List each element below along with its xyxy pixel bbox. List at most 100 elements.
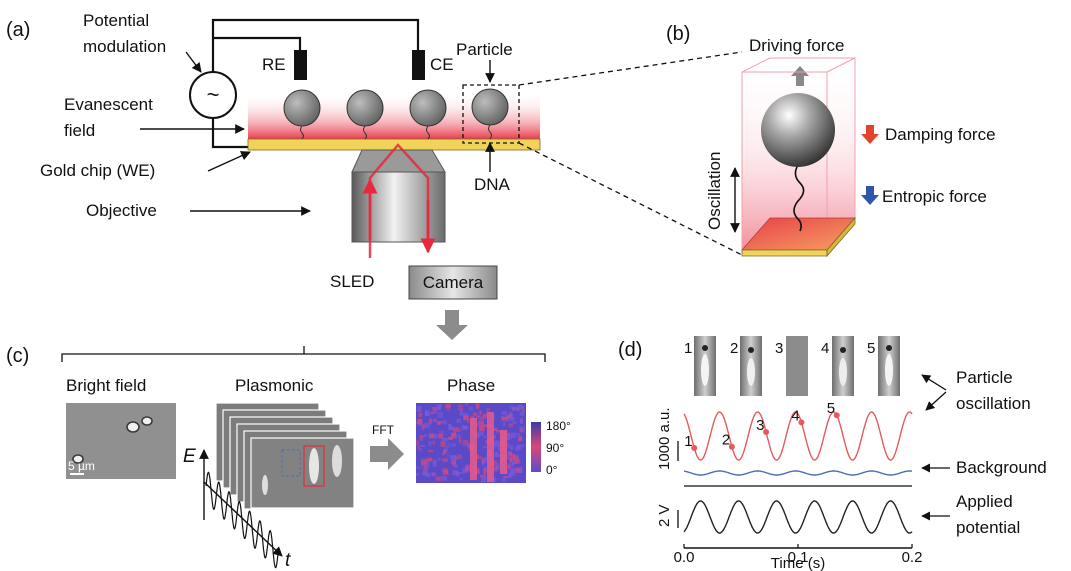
signal-point — [691, 445, 698, 452]
down-arrow-icon — [436, 310, 468, 340]
oscillation-label: Oscillation — [705, 152, 724, 230]
background-label: Background — [956, 458, 1047, 477]
panel-b: (b) Driving force Oscillation Damping fo… — [666, 23, 996, 258]
ce-label: CE — [430, 55, 454, 74]
colorbar — [531, 422, 541, 472]
dna-label: DNA — [474, 175, 511, 194]
signal-point — [763, 429, 770, 436]
pm-pointer — [185, 51, 202, 73]
signal-point — [728, 443, 735, 450]
wire-we — [211, 118, 248, 149]
plasmonic-label: Plasmonic — [235, 376, 314, 395]
counter-electrode-icon — [412, 50, 425, 80]
objective-top — [351, 149, 446, 173]
evanescent-field-label-line2: field — [64, 121, 95, 140]
bright-field-image — [66, 403, 176, 479]
camera-label: Camera — [423, 273, 484, 292]
bracket — [61, 353, 546, 362]
frame-strip: 1 2 3 4 5 — [684, 336, 900, 396]
camera-icon — [408, 265, 498, 300]
entropic-force-arrow-icon — [861, 186, 879, 205]
panel-c-tag: (c) — [6, 345, 29, 367]
big-particle-icon — [761, 93, 835, 167]
signal-point-label: 3 — [756, 417, 764, 434]
frame-number-3: 3 — [775, 340, 783, 357]
frame-number-4: 4 — [821, 340, 829, 357]
ac-source-icon — [189, 71, 237, 119]
panel-a-tag: (a) — [6, 19, 30, 41]
objective-icon — [351, 171, 446, 243]
plasmonic-frame-stack — [215, 402, 355, 510]
signal-points: 1 2 3 4 5 — [684, 400, 840, 452]
po-pointer-up — [921, 374, 947, 391]
panel-b-tag: (b) — [666, 23, 690, 45]
objective-label: Objective — [86, 201, 157, 220]
damping-force-label: Damping force — [885, 125, 996, 144]
potential-modulation-label-line1: Potential — [83, 11, 149, 30]
signal-point-label: 1 — [684, 433, 692, 450]
ylabel-signal: 1000 a.u. — [656, 407, 673, 470]
wire-ce — [211, 18, 420, 72]
potential-modulation-label-line2: modulation — [83, 37, 166, 56]
damping-force-arrow-icon — [861, 125, 879, 144]
signal-point-label: 2 — [722, 432, 730, 449]
bright-field-label: Bright field — [66, 376, 146, 395]
signal-series — [683, 411, 913, 461]
t-axis-label: t — [285, 550, 291, 571]
x-tick-label: 0.2 — [902, 549, 923, 566]
colorbar-label-180: 180° — [546, 419, 571, 433]
driving-force-label: Driving force — [749, 36, 844, 55]
potential-series — [683, 500, 913, 534]
frame-number-5: 5 — [867, 340, 875, 357]
reference-electrode-icon — [294, 50, 307, 80]
gold-chip-label: Gold chip (WE) — [40, 161, 155, 180]
background-series — [684, 470, 913, 476]
oscillation-plot: 1 2 3 4 5 0.0 0.1 0.2 1000 a.u. 2 V — [656, 400, 922, 566]
sled-label: SLED — [330, 272, 374, 291]
signal-point-label: 5 — [827, 400, 835, 417]
particle-oscillation-label-line2: oscillation — [956, 394, 1031, 413]
particle — [409, 89, 447, 127]
applied-potential-label-line1: Applied — [956, 492, 1013, 511]
phase-label: Phase — [447, 376, 495, 395]
applied-potential-label-line2: potential — [956, 518, 1020, 537]
colorbar-label-0: 0° — [546, 463, 558, 477]
particle — [346, 89, 384, 127]
zoom-line-bottom — [518, 142, 743, 256]
x-tick-label: 0.0 — [674, 549, 695, 566]
e-axis-label: E — [183, 446, 196, 467]
fft-label: FFT — [372, 423, 395, 437]
re-label: RE — [262, 55, 286, 74]
frame-number-1: 1 — [684, 340, 692, 357]
particles — [283, 88, 509, 140]
entropic-force-label: Entropic force — [882, 187, 987, 206]
particle-oscillation-label-line1: Particle — [956, 368, 1013, 387]
po-pointer-down — [925, 391, 947, 411]
dna-tether — [793, 164, 805, 232]
wire-re — [213, 36, 302, 52]
gold-chip-pointer — [207, 151, 251, 172]
xlabel: Time (s) — [771, 555, 825, 571]
panel-a: (a) Potential modulation ~ RE CE Particl… — [6, 11, 541, 340]
colorbar-label-90: 90° — [546, 441, 564, 455]
signal-point — [798, 419, 805, 426]
e-wave — [205, 471, 279, 569]
x-tick-label: 0.1 — [788, 549, 809, 566]
signal-point — [833, 412, 840, 419]
particle — [471, 88, 509, 126]
phase-map-texture — [416, 403, 525, 483]
panel-c: (c) Bright field Plasmonic Phase 5 µm — [6, 345, 571, 571]
ac-symbol: ~ — [207, 82, 220, 107]
zoom-line-top — [518, 51, 743, 86]
scale-bar-label: 5 µm — [68, 459, 95, 473]
fft-arrow-icon — [370, 438, 404, 470]
particle-label: Particle — [456, 40, 513, 59]
signal-point-label: 4 — [791, 407, 799, 424]
x-ticks: 0.0 0.1 0.2 — [674, 544, 923, 566]
ylabel-potential: 2 V — [656, 504, 673, 527]
frame-number-2: 2 — [730, 340, 738, 357]
particle — [283, 89, 321, 127]
evanescent-field-label-line1: Evanescent — [64, 95, 153, 114]
